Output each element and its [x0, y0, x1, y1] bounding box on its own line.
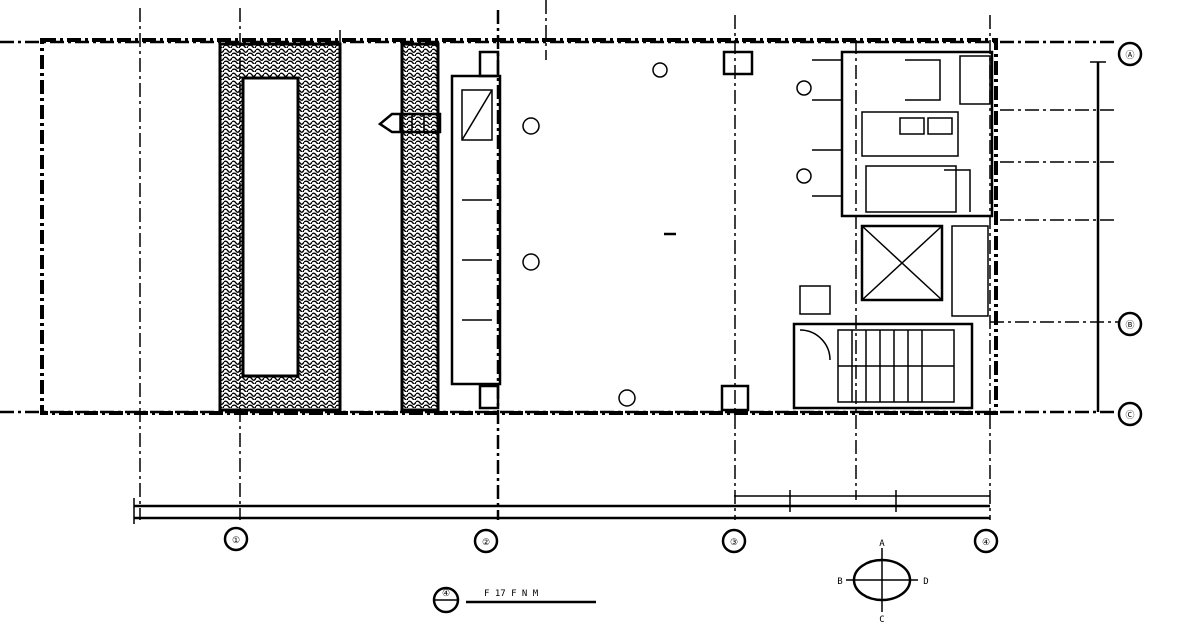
orientation-bottom: C: [879, 615, 884, 625]
right-grid-bubbles: [1117, 41, 1143, 427]
stairs: [792, 322, 974, 410]
drawing-title-mark: [432, 586, 460, 614]
svg-text:③: ③: [730, 538, 738, 548]
building-outline: [0, 38, 1118, 415]
restroom-block: [812, 50, 994, 218]
dimension-lines: [133, 61, 1106, 524]
orientation-left: B: [837, 577, 842, 587]
section-arrow-mark: [377, 112, 442, 134]
orientation-symbol: [846, 548, 918, 612]
orientation-top: A: [879, 539, 885, 549]
drawing-title: F 17 F N M: [484, 589, 539, 599]
svg-text:②: ②: [482, 538, 490, 548]
orientation-right: D: [923, 577, 928, 587]
grid-bubble-label-c: Ⓒ: [1125, 410, 1134, 421]
svg-text:Ⓐ: Ⓐ: [1125, 50, 1134, 61]
grid-bubble-label-3: ③: [730, 538, 738, 548]
grid-bubble-label-b: Ⓑ: [1125, 320, 1134, 331]
corridor: [450, 50, 502, 410]
columns: [720, 50, 754, 412]
svg-text:④: ④: [982, 538, 990, 548]
grid-bubble-label-4: ④: [982, 538, 990, 548]
svg-text:Ⓑ: Ⓑ: [1125, 320, 1134, 331]
elevator-shaft: [799, 224, 989, 317]
svg-text:①: ①: [232, 536, 240, 546]
bottom-grid-bubbles: [223, 526, 999, 554]
grid-bubble-label-1: ①: [232, 536, 240, 546]
hatched-walls: [218, 42, 440, 412]
svg-text:Ⓒ: Ⓒ: [1125, 410, 1134, 421]
drawing-title-number: ④: [442, 589, 450, 599]
grid-bubble-label-2: ②: [482, 538, 490, 548]
grid-bubble-label-a: Ⓐ: [1125, 50, 1134, 61]
hall-symbols: [522, 62, 812, 407]
